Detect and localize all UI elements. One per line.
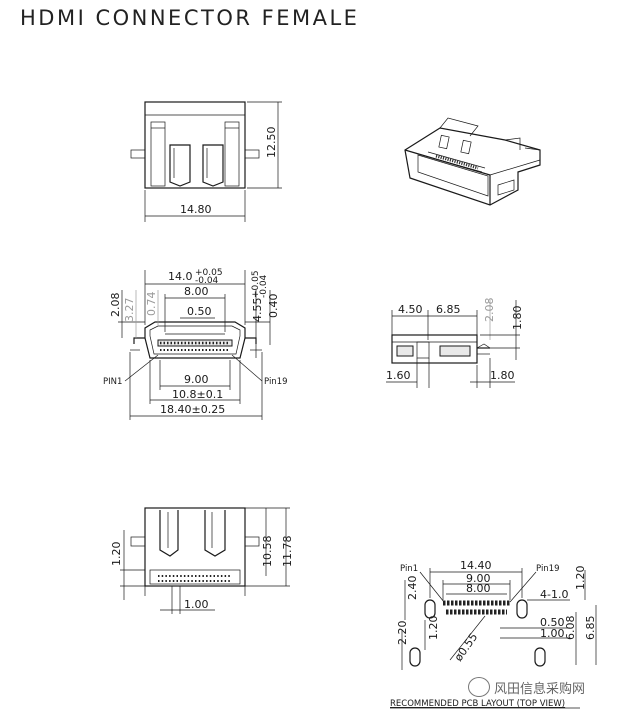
front-top-width: 14.0 — [168, 270, 193, 283]
drawing-title: HDMI CONNECTOR FEMALE — [20, 6, 360, 30]
front-right-tol-plus: +0.05 — [251, 270, 261, 298]
pcb-pin1-label: Pin1 — [400, 564, 418, 574]
pcb-h-120-r: 1.20 — [574, 566, 587, 591]
front-right-tol-minus: -0.04 — [259, 274, 269, 298]
pcb-hole-bl — [409, 647, 421, 667]
pcb-pin19-label: Pin19 — [536, 564, 560, 574]
top-view-width: 14.80 — [180, 203, 212, 216]
top-view-height: 12.50 — [265, 127, 278, 159]
side-d-685: 6.85 — [436, 303, 461, 316]
front-view: 14.0 +0.05 -0.04 8.00 0.50 2.08 3.27 0.7… — [103, 268, 288, 420]
front-pin-gap: 0.50 — [187, 305, 212, 318]
pcb-d-4-10: 4-1.0 — [540, 588, 568, 601]
pcb-w-800: 8.00 — [466, 582, 491, 595]
pcb-caption: RECOMMENDED PCB LAYOUT (TOP VIEW) — [390, 699, 565, 709]
front-h-327: 3.27 — [123, 298, 136, 323]
pcb-d-608: 6.08 — [564, 616, 577, 641]
bottom-d-100: 1.00 — [184, 598, 209, 611]
top-view-outline — [144, 101, 246, 189]
pcb-d-100: 1.00 — [540, 627, 565, 640]
pcb-d-120-l: 1.20 — [427, 616, 440, 641]
front-w-1840: 18.40±0.25 — [160, 403, 225, 416]
pcb-hole-br — [534, 647, 546, 667]
bottom-d-1058: 10.58 — [261, 536, 274, 568]
side-d-180-bot: 1.80 — [490, 369, 515, 382]
front-h-074: 0.74 — [145, 292, 158, 317]
isometric-view — [404, 117, 541, 206]
pcb-w-900: 9.00 — [466, 572, 491, 585]
pcb-d-220: 2.20 — [396, 621, 409, 646]
side-d-160: 1.60 — [386, 369, 411, 382]
pcb-w-1440: 14.40 — [460, 559, 492, 572]
bottom-d-120: 1.20 — [110, 542, 123, 567]
top-view: 14.80 12.50 — [130, 101, 282, 222]
bottom-d-1178: 11.78 — [281, 536, 294, 568]
side-view-outline — [391, 334, 478, 364]
front-top-tol-minus: -0.04 — [195, 276, 219, 286]
front-w-900: 9.00 — [184, 373, 209, 386]
wechat-icon — [468, 677, 490, 697]
pcb-h-240: 2.40 — [406, 576, 419, 601]
pcb-d-055: ø0.55 — [452, 631, 481, 664]
side-d-180-top: 1.80 — [511, 306, 524, 331]
front-top-tol-plus: +0.05 — [195, 268, 223, 278]
pcb-hole-tr — [516, 599, 528, 619]
side-d-450: 4.50 — [398, 303, 423, 316]
pcb-hole-tl — [424, 599, 436, 619]
side-view: 4.50 6.85 2.08 1.80 1.60 1.80 — [386, 298, 524, 388]
side-d-208: 2.08 — [483, 298, 496, 323]
pcb-layout: 14.40 9.00 8.00 Pin1 Pin19 2.40 1.20 4-1… — [390, 559, 597, 709]
front-right-height: 4.55 — [251, 298, 264, 323]
front-left-height: 2.08 — [109, 293, 122, 318]
front-pin19-label: Pin19 — [264, 377, 288, 387]
front-w-108: 10.8±0.1 — [172, 388, 223, 401]
watermark-text: 风田信息采购网 — [494, 682, 586, 697]
pcb-d-685: 6.85 — [584, 616, 597, 641]
watermark: 风田信息采购网 — [464, 676, 614, 698]
front-pin1-label: PIN1 — [103, 377, 122, 387]
bottom-view-outline — [144, 507, 246, 587]
front-h-040: 0.40 — [267, 294, 280, 319]
front-inner-width: 8.00 — [184, 285, 209, 298]
pcb-d-050: 0.50 — [540, 616, 565, 629]
bottom-view: 1.20 10.58 11.78 1.00 — [110, 507, 294, 614]
